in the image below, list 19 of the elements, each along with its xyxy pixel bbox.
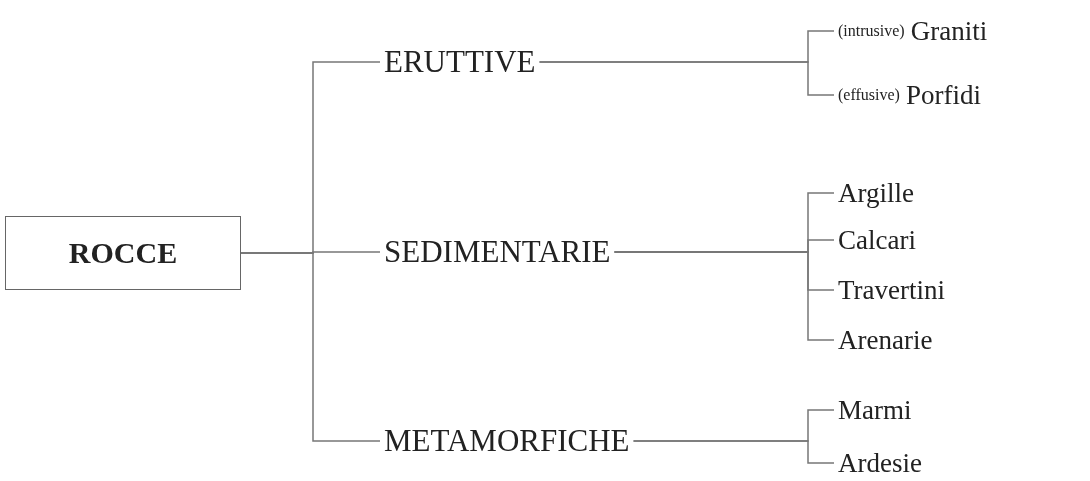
category-label: ROCCE: [68, 236, 178, 270]
category-label: Ardesie: [838, 447, 922, 479]
category-label: ERUTTIVE: [384, 44, 536, 80]
category-label: Porfidi: [905, 79, 981, 111]
category-label: Arenarie: [838, 324, 933, 356]
category-label: Travertini: [838, 274, 945, 306]
connector-line: [240, 252, 381, 442]
category-label: Argille: [838, 177, 914, 209]
category-label: SEDIMENTARIE: [384, 234, 611, 270]
category-label: Graniti: [910, 15, 988, 47]
root-box: [5, 216, 241, 290]
connector-line: [613, 251, 835, 341]
connector-line: [632, 440, 835, 464]
category-label: Marmi: [838, 394, 912, 426]
qualifier-label: (effusive): [838, 86, 900, 104]
category-label: METAMORFICHE: [384, 423, 630, 459]
category-label: Calcari: [838, 224, 916, 256]
qualifier-label: (intrusive): [838, 22, 905, 40]
connector-line: [538, 61, 835, 96]
